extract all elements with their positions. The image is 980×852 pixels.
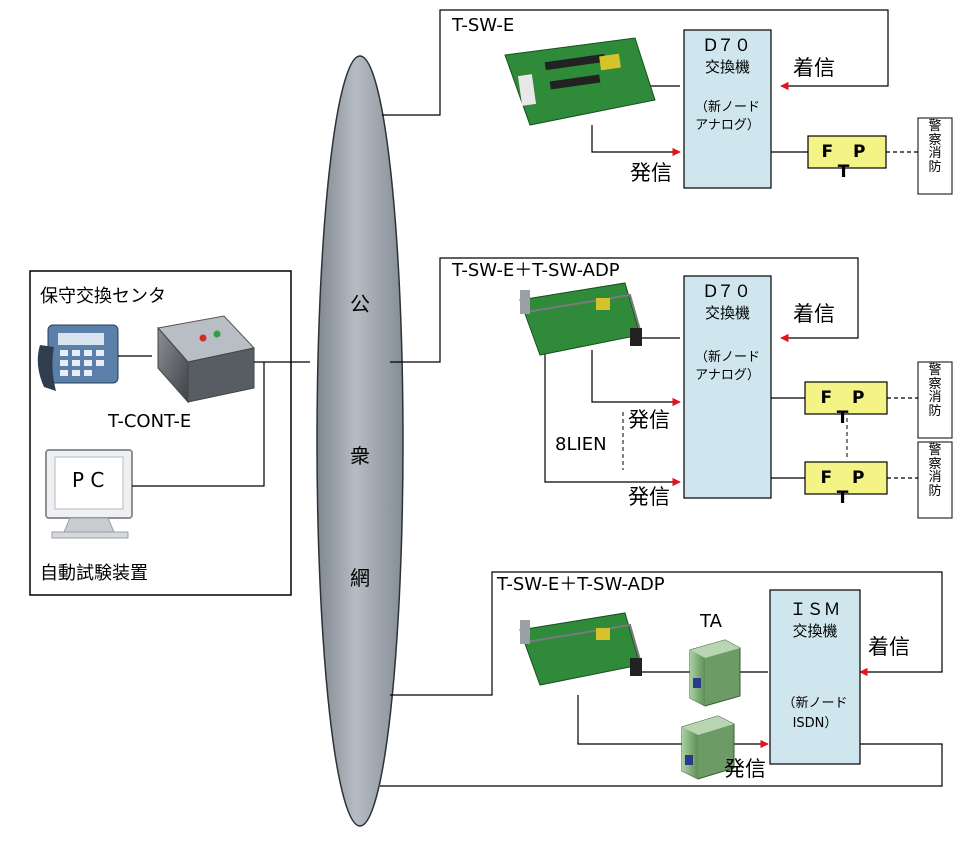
fpt-box-3: [804, 461, 888, 495]
device-label-3: T-SW-E＋T-SW-ADP: [497, 574, 665, 595]
exchange-paren2-1: アナログ）: [695, 118, 760, 133]
exchange-name-3: ＩＳＭ: [789, 600, 841, 620]
exchange-box-1: [683, 29, 772, 189]
dest-label-3: 警察消防: [928, 443, 942, 499]
outgoing-label-3: 発信: [724, 757, 766, 781]
outgoing-label-1: 発信: [630, 161, 672, 185]
exchange-paren-3: （新ノード: [782, 696, 848, 711]
incoming-label-1: 着信: [793, 56, 835, 80]
pc-label: P C: [72, 468, 105, 492]
outgoing-label-2b: 発信: [628, 485, 670, 509]
outgoing-label-2a: 発信: [628, 408, 670, 432]
dest-box-3: [917, 441, 953, 519]
exchange-paren2-3: ISDN）: [792, 716, 838, 731]
tester-label: 自動試験装置: [40, 563, 148, 584]
exchange-box-3: [769, 589, 861, 765]
controller-box-icon: [157, 315, 255, 404]
tsw-adp-board-icon-3: [519, 612, 642, 686]
telephone-icon: [37, 324, 119, 391]
device-label-2: T-SW-E＋T-SW-ADP: [452, 260, 620, 281]
tsw-e-board-icon: [504, 37, 656, 126]
dest-box-1: [917, 117, 953, 195]
pc-monitor-icon: [45, 449, 133, 539]
exchange-paren2-2: アナログ）: [695, 368, 760, 383]
network-char-3: 網: [350, 566, 370, 590]
exchange-sub-2: 交換機: [704, 304, 750, 322]
fpt-label-1: F P T: [821, 142, 873, 182]
center-frame: [29, 270, 292, 596]
ta-label: TA: [700, 611, 722, 632]
fpt-label-3: F P T: [820, 468, 872, 508]
lines-label: 8LIEN: [555, 434, 607, 455]
incoming-label-2: 着信: [793, 302, 835, 326]
tsw-adp-board-icon: [519, 282, 642, 356]
dest-label-2: 警察消防: [928, 363, 942, 419]
exchange-name-1: D７０: [703, 36, 752, 56]
controller-label: T-CONT-E: [108, 411, 192, 432]
dest-box-2: [917, 361, 953, 439]
exchange-paren-2: （新ノード: [694, 350, 760, 365]
dest-label-1: 警察消防: [928, 119, 942, 175]
network-char-1: 公: [350, 292, 370, 316]
fpt-label-2: F P T: [820, 388, 872, 428]
center-title: 保守交換センタ: [40, 286, 166, 307]
fpt-box-2: [804, 381, 888, 415]
exchange-sub-3: 交換機: [792, 622, 838, 640]
exchange-box-2: [683, 275, 772, 499]
incoming-label-3: 着信: [868, 635, 910, 659]
exchange-sub-1: 交換機: [704, 58, 750, 76]
exchange-paren-1: （新ノード: [694, 100, 760, 115]
device-label-1: T-SW-E: [452, 15, 515, 36]
exchange-name-2: D７０: [703, 282, 752, 302]
network-char-2: 衆: [350, 444, 370, 468]
ta-server-icon-1: [689, 639, 741, 707]
public-network: [316, 55, 404, 827]
fpt-box-1: [807, 135, 887, 169]
ta-server-icon-2: [681, 715, 735, 780]
